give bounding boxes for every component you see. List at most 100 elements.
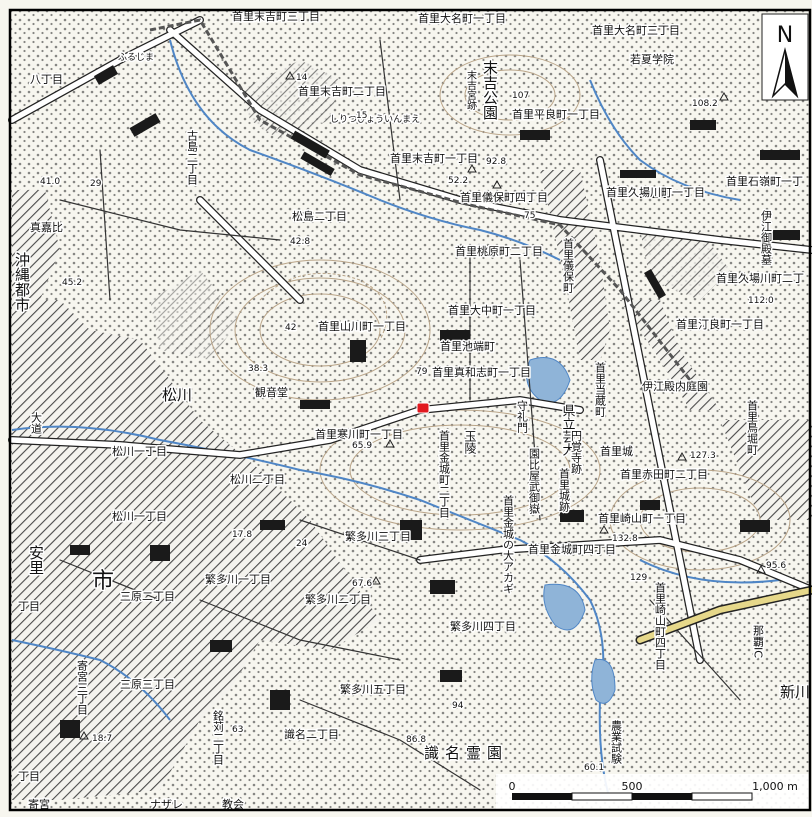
label-hachi: 八丁目	[30, 73, 63, 86]
label-shuri-tobaru2: 首里桃原町二丁目	[455, 244, 543, 258]
buildings	[60, 65, 800, 738]
elev-129: 129	[630, 573, 647, 583]
elev-65: 65.9	[352, 441, 372, 451]
elev-67: 67.6	[352, 579, 372, 589]
label-shuri-akata2: 首里赤田町二丁目	[620, 467, 708, 481]
label-shuri-torihori: 首里鳥堀町	[746, 399, 759, 455]
label-furujima-sta: ふるじま	[118, 52, 154, 63]
label-shurei: 守礼門	[516, 399, 529, 434]
label-shuri-hirayoshicho1: 首里平良町一丁目	[512, 107, 600, 121]
label-shigetagawa1: 繁多川一丁目	[205, 572, 271, 586]
location-marker[interactable]	[416, 402, 430, 414]
label-shigetagawa5: 繁多川五丁目	[340, 682, 406, 696]
elev-41: 41.0	[40, 177, 60, 187]
label-matsukawa: 松川	[162, 386, 192, 404]
pond-ryutan	[526, 357, 571, 403]
label-shuri-suekicho2: 首里末吉町二丁目	[298, 84, 386, 98]
elev-42: 42.8	[290, 237, 310, 247]
scale-mid: 500	[622, 780, 643, 793]
label-suekigu: 末吉宮跡	[465, 69, 477, 111]
scale-end: 1,000 m	[752, 780, 798, 793]
label-sonohyan: 園比屋武御嶽	[528, 448, 541, 515]
label-matsukawa-1b: 松川一丁目	[112, 509, 167, 523]
elevation-markers	[79, 70, 766, 740]
label-shuri-ishiminecho1: 首里石嶺町一丁	[726, 174, 803, 188]
elev-86: 86.8	[406, 735, 426, 745]
label-okinawa-city: 沖縄都市	[13, 252, 31, 312]
label-enkakuji: 円覚寺跡	[570, 430, 583, 475]
pond-shikina	[591, 658, 616, 704]
label-ichi-tyome: 丁目	[18, 600, 40, 613]
label-shuri-yamakawa1: 首里山川町一丁目	[318, 319, 406, 333]
elev-17: 17.8	[232, 530, 252, 540]
elev-112: 112.0	[748, 296, 774, 306]
label-makabe: 真嘉比	[30, 220, 63, 234]
label-shuri-ooji: 首里大中町一丁目	[448, 303, 536, 317]
elev-38: 38.3	[248, 364, 268, 374]
north-label: N	[777, 23, 793, 48]
label-shiratakaiin: しりつびょういんまえ	[330, 114, 420, 125]
label-shuri-kinjo4: 首里金城町四丁目	[528, 542, 616, 556]
elev-15: 15	[356, 111, 367, 121]
elev-75: 75	[524, 211, 535, 221]
label-ichi-bottom: 丁目	[18, 770, 40, 783]
map-border	[8, 8, 812, 812]
label-tomari3: 寄宮三丁目	[76, 659, 89, 715]
label-shuri-tonoguchi1: 首里汀良町一丁目	[676, 317, 764, 331]
label-furujima2: 古島二丁目	[186, 130, 199, 185]
elev-52: 52.2	[448, 176, 468, 186]
label-naha-ic: 那覇IC	[752, 625, 765, 659]
label-matsukawa2: 松川二丁目	[230, 472, 285, 486]
label-sanpara2: 三原二丁目	[120, 590, 175, 603]
label-shuri-sakiyama1: 首里崎山町一丁目	[598, 511, 686, 525]
elev-18: 18.7	[92, 734, 112, 744]
label-shuri-toudon: 首里当蔵町	[594, 361, 607, 417]
label-ieudon: 伊江御殿墓	[760, 210, 773, 265]
scale-bar: 0 500 1,000 m	[496, 774, 810, 810]
elev-108: 108.2	[692, 99, 718, 109]
label-shigetagawa3: 繁多川三丁目	[345, 529, 411, 543]
elev-24: 24	[296, 539, 308, 549]
elev-92: 92.8	[486, 157, 506, 167]
label-shuri-sakiyama4: 首里崎山町四丁目	[654, 581, 667, 670]
label-shuri-oonacho3: 首里大名町三丁目	[592, 23, 680, 37]
hatched-areas	[12, 60, 812, 800]
elev-29: 29	[90, 179, 102, 189]
pond-south	[543, 583, 586, 631]
label-iedon-garden: 伊江殿内庭園	[642, 379, 708, 393]
label-matsushima2: 松島二丁目	[292, 209, 347, 223]
label-sanpara3: 三原三丁目	[120, 678, 175, 691]
label-shuri-gibocho4: 首里儀保町四丁目	[460, 190, 548, 204]
label-shuri-kubagawa2: 首里久場川町二丁	[716, 271, 804, 285]
label-nazare: ナザレ	[150, 798, 183, 811]
label-kenritsu: 県立芸大	[560, 404, 576, 456]
label-ichi: 市	[92, 569, 114, 594]
label-shuri-kubagawa1: 首里久場川町一丁目	[606, 185, 705, 199]
north-arrow: N	[761, 13, 809, 101]
label-shurijo: 首里城	[600, 444, 633, 458]
elev-127: 127.3	[690, 451, 716, 461]
label-shikina2: 識名二丁目	[284, 727, 339, 741]
label-yorimiya: 寄宮	[28, 797, 50, 811]
label-shuri-ikehata: 首里池端町	[440, 339, 495, 353]
roads	[8, 16, 812, 791]
elev-14: 14	[296, 73, 308, 83]
elev-95: 95.6	[766, 561, 786, 571]
label-suekiko: 末吉公園	[481, 60, 499, 120]
label-shuri-mawashi: 首里真和志町一丁目	[432, 365, 531, 379]
label-shuri-suekicho1: 首里末吉町一丁目	[390, 151, 478, 165]
label-matsukawa1: 松川一丁目	[112, 444, 167, 458]
label-shuri-gibocho: 首里儀保町	[562, 237, 575, 293]
label-yasato: 安里	[27, 545, 45, 575]
label-shuri-kinjo2: 首里金城町二丁目	[438, 429, 451, 518]
label-tamaudun: 玉陵	[463, 430, 477, 454]
label-shuri-oonacho1: 首里大名町一丁目	[418, 11, 506, 25]
elev-63: 63	[232, 725, 243, 735]
label-shigetagawa4: 繁多川四丁目	[450, 619, 516, 633]
label-shikina-reien: 識名霊園	[424, 744, 508, 762]
elev-42b: 42	[285, 323, 296, 333]
label-shinkawa: 新川	[780, 683, 810, 701]
label-kinjo-akagi: 首里金城の大アカギ	[502, 494, 515, 594]
